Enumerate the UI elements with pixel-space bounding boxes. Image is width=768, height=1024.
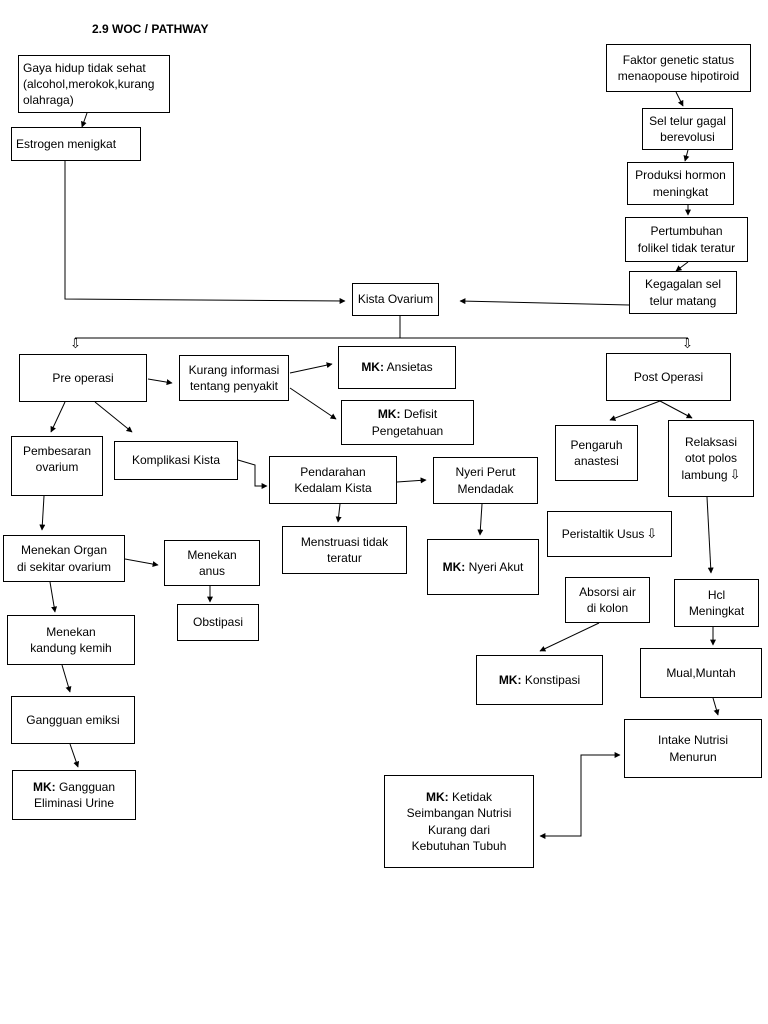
node-mk-nyeri-akut: MK: Nyeri Akut [427,539,539,595]
arrow-pre-to-kurang [147,378,173,386]
node-kegagalan-sel: Kegagalan sel telur matang [629,271,737,314]
node-estrogen: Estrogen menigkat [11,127,141,161]
arrow-relaksasi-to-hcl [706,496,714,574]
node-nyeri-perut: Nyeri Perut Mendadak [433,457,538,504]
arrow-mual-to-intake [712,697,720,716]
node-absorsi: Absorsi air di kolon [565,577,650,623]
node-obstipasi: Obstipasi [177,604,259,641]
arrow-komplikasi-to-pendarahan [237,459,268,489]
node-menekan-organ: Menekan Organ di sekitar ovarium [3,535,125,582]
arrow-kandung-to-emiksi [61,664,72,693]
arrow-kurang-to-defisit [289,387,337,420]
node-mk-ketidak-seimbangan: MK: Ketidak Seimbangan Nutrisi Kurang da… [384,775,534,868]
hollow-down-arrow-icon: ⇩ [682,336,693,351]
node-mk-gangguan-eliminasi: MK: Gangguan Eliminasi Urine [12,770,136,820]
node-kista-ovarium: Kista Ovarium [352,283,439,316]
arrow-intake-mk-bidirectional [539,752,621,839]
arrow-emiksi-to-mk [69,743,80,768]
arrow-pendarahan-to-menstruasi [335,503,342,523]
node-mual-muntah: Mual,Muntah [640,648,762,698]
arrow-pre-to-pembesaran [50,401,66,433]
node-komplikasi-kista: Komplikasi Kista [114,441,238,480]
arrow-sel-to-produksi [683,149,690,162]
arrow-menekan-to-kandung [49,581,58,613]
arrow-menekan-to-anus [124,558,159,567]
node-pre-operasi: Pre operasi [19,354,147,402]
arrow-pre-to-komplikasi [94,401,133,433]
node-sel-telur: Sel telur gagal berevolusi [642,108,733,150]
node-post-operasi: Post Operasi [606,353,731,401]
arrow-absorsi-to-konstipasi [539,622,600,652]
node-relaksasi: Relaksasi otot polos lambung⇩ [668,420,754,497]
hollow-down-arrow-icon: ⇩ [646,525,658,541]
arrow-kegagalan-to-kista [459,298,630,306]
node-peristaltik: Peristaltik Usus⇩ [547,511,672,557]
arrow-post-to-relaksasi [659,400,693,419]
node-menekan-anus: Menekan anus [164,540,260,586]
node-kurang-informasi: Kurang informasi tentang penyakit [179,355,289,401]
node-menekan-kandung: Menekan kandung kemih [7,615,135,665]
node-menstruasi: Menstruasi tidak teratur [282,526,407,574]
page-title: 2.9 WOC / PATHWAY [92,22,209,36]
node-gaya-hidup: Gaya hidup tidak sehat (alcohol,merokok,… [18,55,170,113]
arrow-pendarahan-to-nyeri [396,477,427,484]
arrow-gaya-to-estrogen [80,112,88,128]
arrow-pertumbuhan-to-kegagalan [675,261,689,272]
node-pendarahan: Pendarahan Kedalam Kista [269,456,397,504]
node-pertumbuhan-folikel: Pertumbuhan folikel tidak teratur [625,217,748,262]
arrow-post-to-pengaruh [609,400,661,421]
node-intake-nutrisi: Intake Nutrisi Menurun [624,719,762,778]
arrow-nyeri-to-mknyeri [477,503,484,536]
node-faktor-genetic: Faktor genetic status menaopouse hipotir… [606,44,751,92]
node-mk-konstipasi: MK: Konstipasi [476,655,603,705]
node-mk-defisit: MK: Defisit Pengetahuan [341,400,474,445]
hollow-down-arrow-icon: ⇩ [70,336,81,351]
node-gangguan-emiksi: Gangguan emiksi [11,696,135,744]
arrow-faktor-to-sel [675,91,684,107]
arrow-estrogen-to-kista [64,161,346,304]
hollow-down-arrow-icon: ⇩ [729,466,741,482]
node-hcl: Hcl Meningkat [674,579,759,627]
node-pembesaran-ovarium: Pembesaran ovarium [11,436,103,496]
node-mk-ansietas: MK: Ansietas [338,346,456,389]
node-pengaruh-anastesi: Pengaruh anastesi [555,425,638,481]
arrow-kurang-to-ansietas [289,362,333,374]
arrow-pembesaran-to-menekan [39,495,46,531]
node-produksi-hormon: Produksi hormon meningkat [627,162,734,205]
